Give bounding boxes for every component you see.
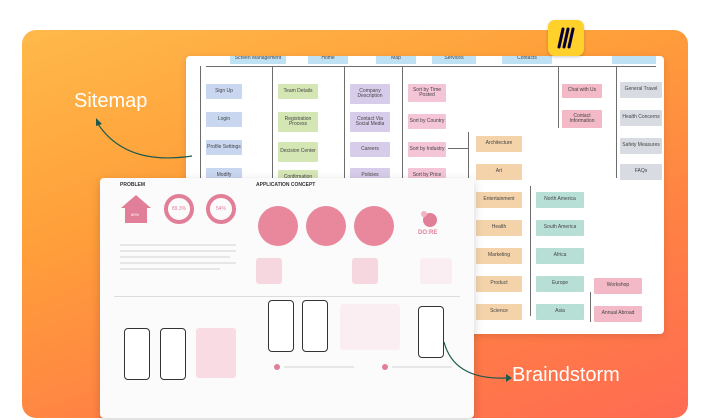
brand-logo-icon <box>418 210 442 228</box>
sitemap-node: Marketing <box>476 248 522 264</box>
sitemap-top-node: Map <box>376 56 416 64</box>
sitemap-node: Registration Process <box>278 112 318 132</box>
stat-circle: 54% <box>206 194 236 224</box>
sitemap-node: General Travel <box>620 82 662 98</box>
sitemap-node: Science <box>476 304 522 320</box>
concept-circle <box>354 206 394 246</box>
sitemap-node: Architecture <box>476 136 522 152</box>
phone-mockup <box>302 300 328 352</box>
miro-logo-icon <box>548 20 584 56</box>
sitemap-node: Login <box>206 112 242 127</box>
sitemap-node: Sort by Industry <box>408 142 446 157</box>
sitemap-node: Sort by Country <box>408 114 446 129</box>
sitemap-top-node <box>612 56 656 64</box>
sitemap-node: Team Details <box>278 84 318 99</box>
stat-circle: 89.3% <box>164 194 194 224</box>
sitemap-node: Profile Settings <box>206 140 242 155</box>
sitemap-label: Sitemap <box>74 90 148 112</box>
sitemap-node: FAQs <box>620 164 662 180</box>
braindstorm-arrow-icon <box>443 341 512 382</box>
problem-title: PROBLEM <box>120 182 145 188</box>
sitemap-node: Sign Up <box>206 84 242 99</box>
sitemap-node: Careers <box>350 142 390 157</box>
sitemap-node: Chat with Us <box>562 84 602 98</box>
sitemap-arrow-icon <box>96 118 193 159</box>
sitemap-top-node: Screen Management <box>230 56 286 64</box>
sitemap-node: Company Description <box>350 84 390 104</box>
sitemap-node: Asia <box>536 304 584 320</box>
house-label: 60% <box>131 212 140 217</box>
phone-mockup <box>124 328 150 380</box>
sitemap-node: Africa <box>536 248 584 264</box>
sitemap-node: Europe <box>536 276 584 292</box>
sitemap-node: Health Concerns <box>620 110 662 126</box>
sitemap-top-node: Services <box>432 56 476 64</box>
sitemap-node: Annual Abroad <box>594 306 642 322</box>
concept-circle <box>258 206 298 246</box>
braindstorm-label: Braindstorm <box>512 364 620 386</box>
sitemap-node: South America <box>536 220 584 236</box>
sitemap-node: North America <box>536 192 584 208</box>
sitemap-top-node: Contacts <box>502 56 552 64</box>
sitemap-node: Contact Information <box>562 110 602 128</box>
concept-title: APPLICATION CONCEPT <box>256 182 316 188</box>
sitemap-node: Decision Center <box>278 142 318 162</box>
sitemap-node: Workshop <box>594 278 642 294</box>
phone-mockup <box>268 300 294 352</box>
concept-circle <box>306 206 346 246</box>
sitemap-top-node: Home <box>308 56 348 64</box>
brand-name: DO:RE <box>418 230 438 236</box>
house-icon <box>120 194 152 224</box>
sitemap-node: Sort by Time Posted <box>408 84 446 102</box>
phone-mockup <box>160 328 186 380</box>
sitemap-node: Art <box>476 164 522 180</box>
brainstorm-board: PROBLEM APPLICATION CONCEPT 60% 89.3% 54… <box>100 178 474 418</box>
sitemap-node: Contact Via Social Media <box>350 112 390 132</box>
sitemap-node: Safety Measures <box>620 138 662 154</box>
sitemap-node: Health <box>476 220 522 236</box>
sitemap-node: Product <box>476 276 522 292</box>
sitemap-node: Entertainment <box>476 192 522 208</box>
phone-mockup <box>418 306 444 358</box>
